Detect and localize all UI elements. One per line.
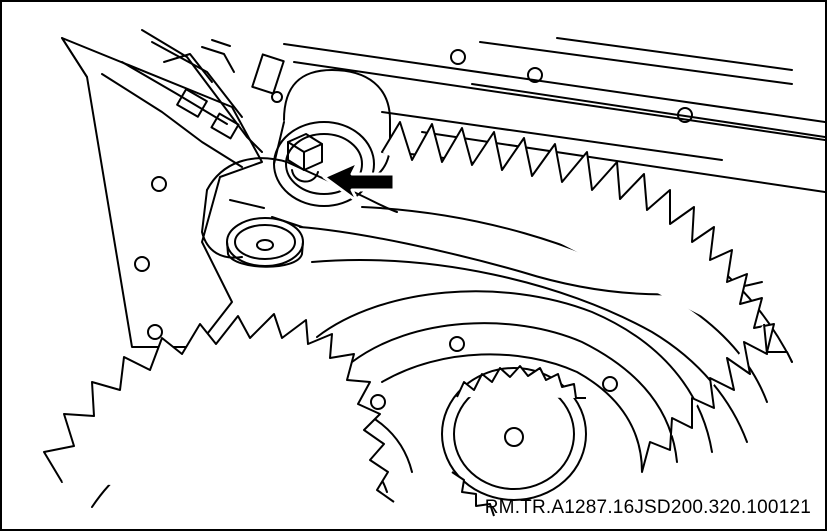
lever-washer — [226, 217, 304, 268]
arrow-left-icon — [322, 160, 396, 204]
gear-hub — [316, 290, 713, 473]
linkage-assembly — [101, 29, 285, 168]
gear-teeth — [43, 121, 793, 517]
bolt-head — [287, 133, 323, 183]
housing-plate — [61, 37, 263, 348]
figure-reference-code: RM.TR.A1287.16JSD200.320.100121 — [484, 497, 811, 518]
